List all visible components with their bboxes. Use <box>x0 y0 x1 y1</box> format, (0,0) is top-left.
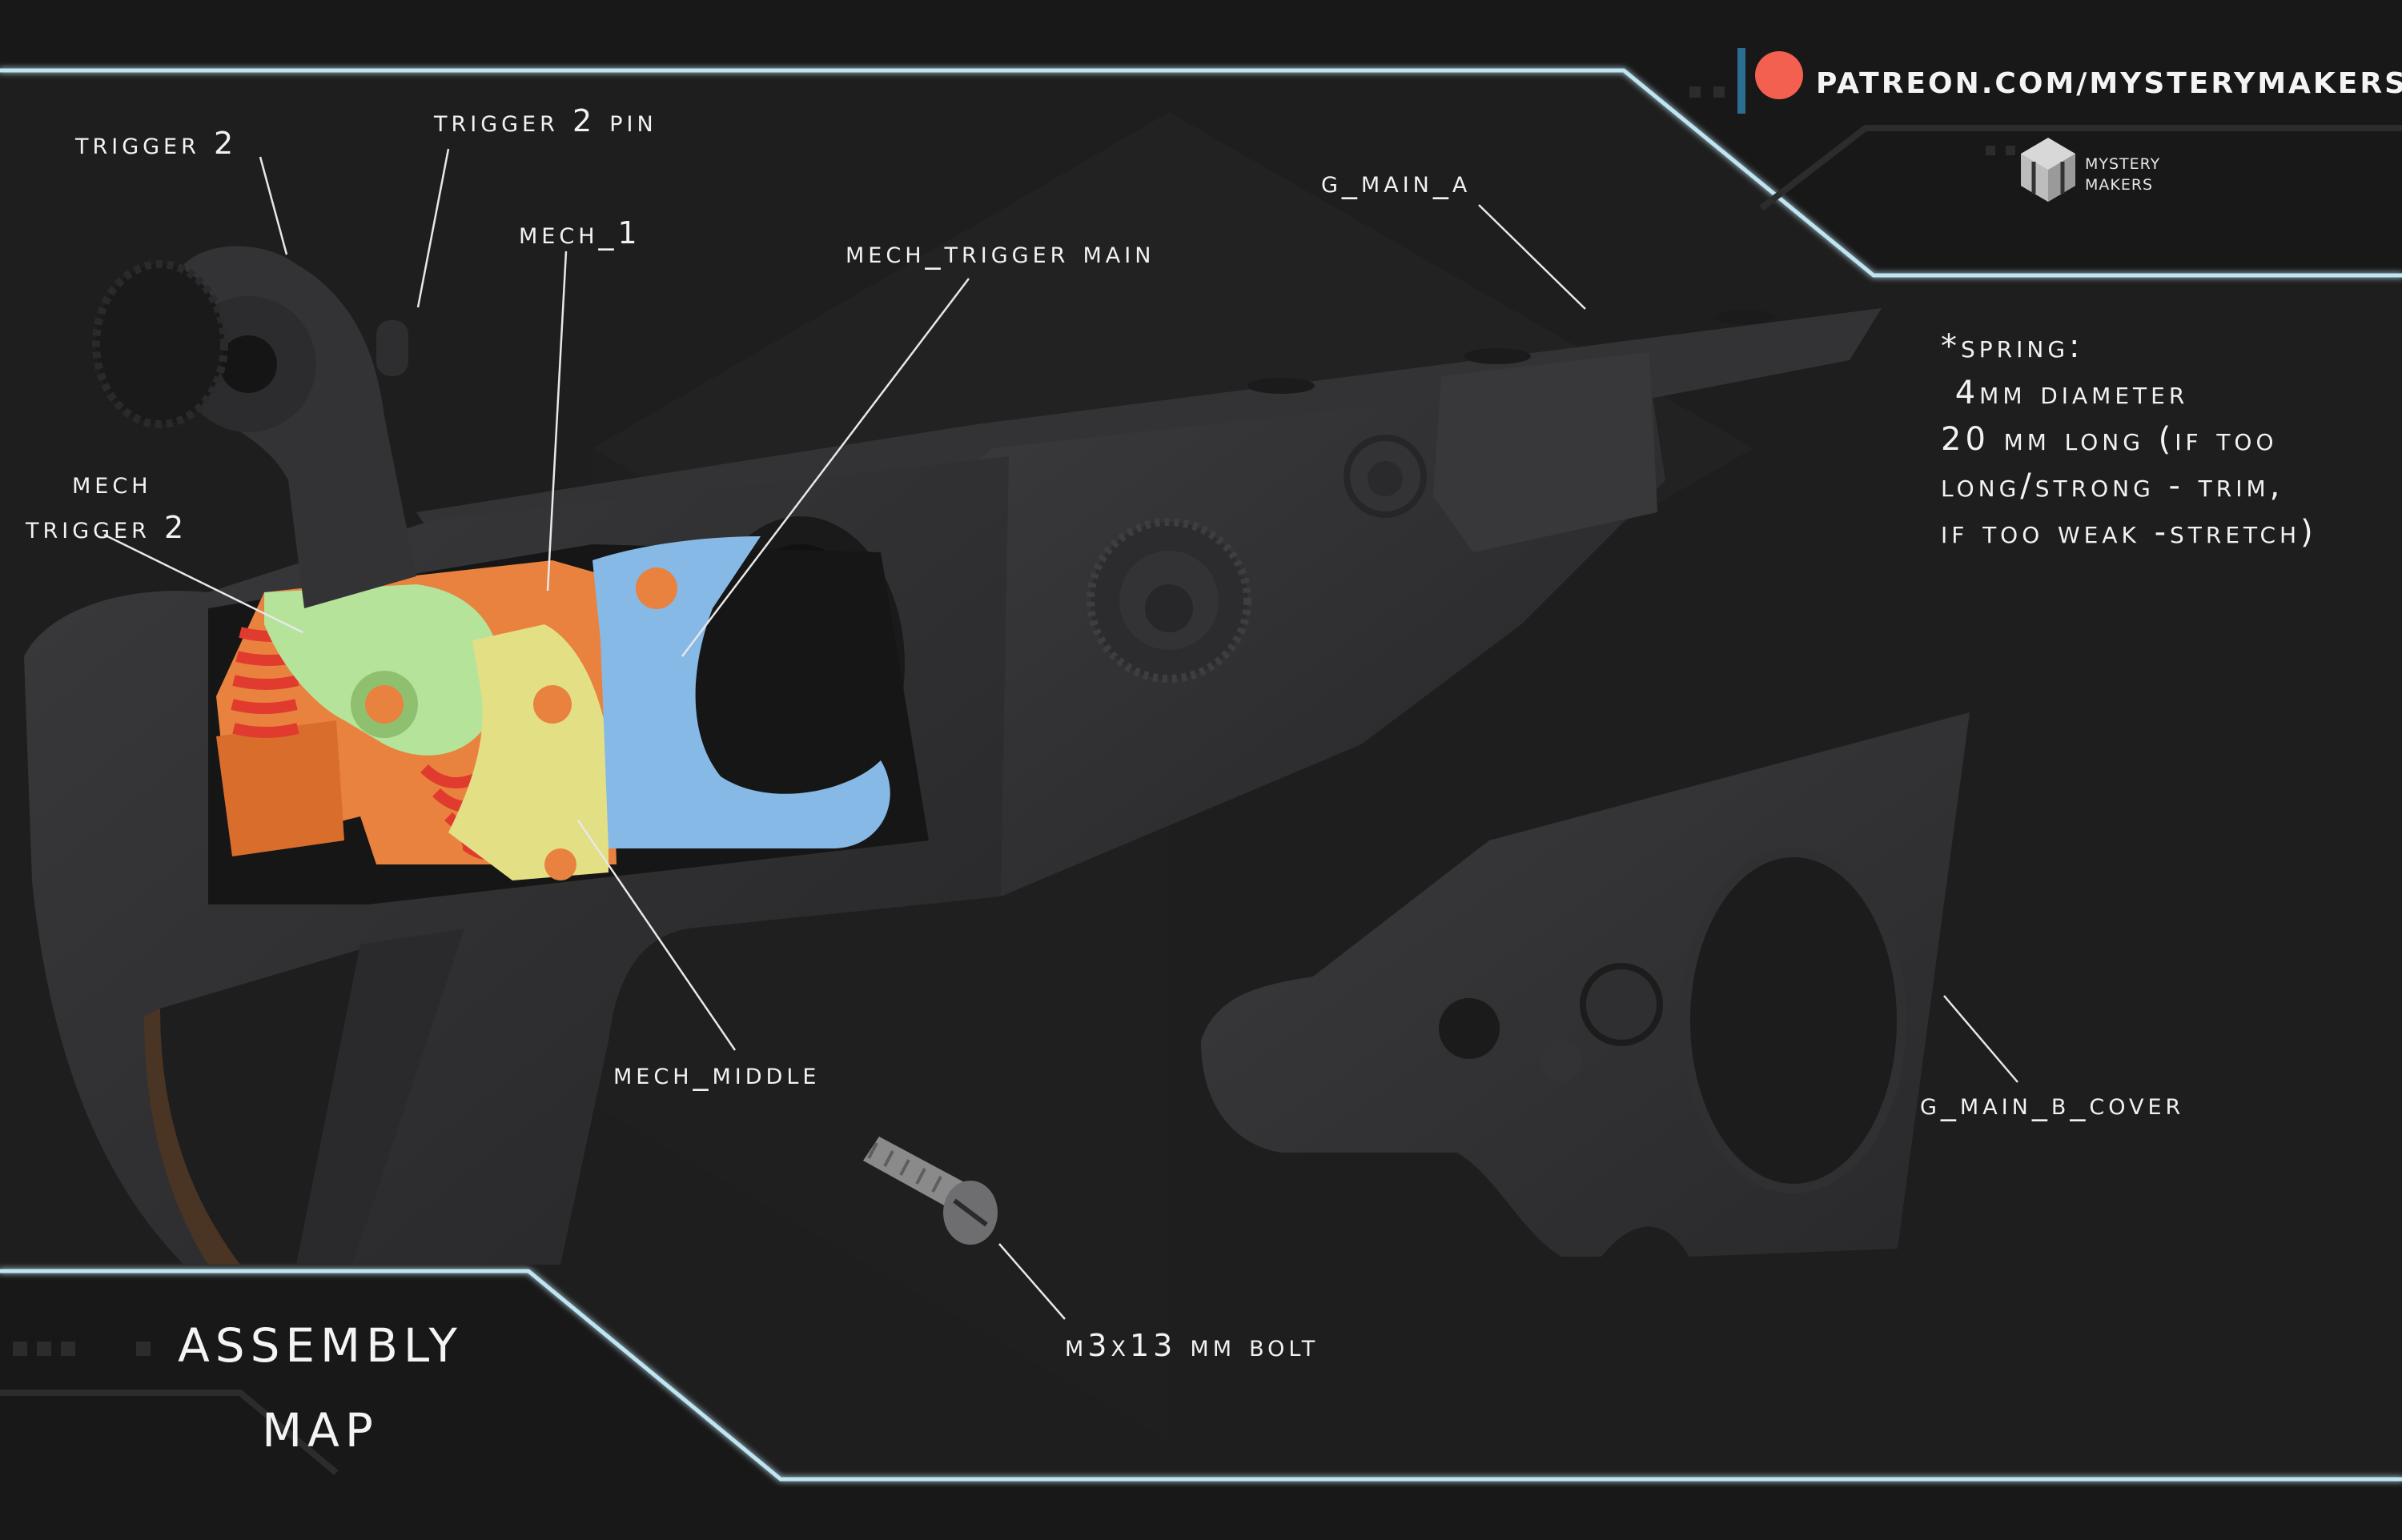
label-mech-1: mech_1 <box>519 215 641 251</box>
label-mech-trigger-main: mech_trigger main <box>846 235 1155 270</box>
label-mech-trigger-2-line2: trigger 2 <box>26 510 188 545</box>
label-g-main-a: g_main_a <box>1321 164 1472 199</box>
mystery-makers-logo-icon <box>2021 138 2075 202</box>
trigger-2-part <box>184 246 416 608</box>
title-line2: MAP <box>262 1403 379 1458</box>
spring-note-line5: if too weak -stretch) <box>1941 514 2317 551</box>
leader-lines <box>103 148 2018 1320</box>
title-line1: ASSEMBLY <box>178 1318 463 1373</box>
label-mech-trigger-2-line1: mech <box>72 465 152 500</box>
brand-name-line1: MYSTERY <box>2085 155 2161 173</box>
spring-note-line1: *spring: <box>1941 328 2084 365</box>
patreon-link[interactable]: PATREON.COM/MYSTERYMAKERS <box>1816 67 2402 100</box>
label-g-main-b-cover: g_main_b_cover <box>1920 1086 2185 1121</box>
mechanism <box>92 246 890 880</box>
trigger-2-pin-part <box>376 320 408 376</box>
mech-trigger-main-part <box>592 536 890 848</box>
label-trigger-2-pin: trigger 2 pin <box>434 103 657 138</box>
mech-middle-part <box>448 624 609 880</box>
label-mech-middle: mech_middle <box>613 1056 821 1091</box>
circuit-decoration <box>0 86 2402 1476</box>
m3x13-bolt-part <box>863 1137 998 1245</box>
frame-lines <box>0 68 2402 1482</box>
label-m3x13-bolt: m3x13 mm bolt <box>1065 1328 1319 1363</box>
spring-note-line3: 20 mm long (if too <box>1941 421 2278 458</box>
spring-note: *spring: 4mm diameter 20 mm long (if too l… <box>1941 323 2317 555</box>
spring-note-line4: long/strong - trim, <box>1941 467 2284 504</box>
label-trigger-2: trigger 2 <box>75 126 238 161</box>
g-main-b-cover-part <box>1201 712 1970 1257</box>
mech-trigger-2-part <box>264 584 501 756</box>
patreon-logo-icon <box>1737 48 1803 114</box>
brand-name-line2: MAKERS <box>2085 176 2154 194</box>
spring-note-line2: 4mm diameter <box>1941 375 2189 411</box>
